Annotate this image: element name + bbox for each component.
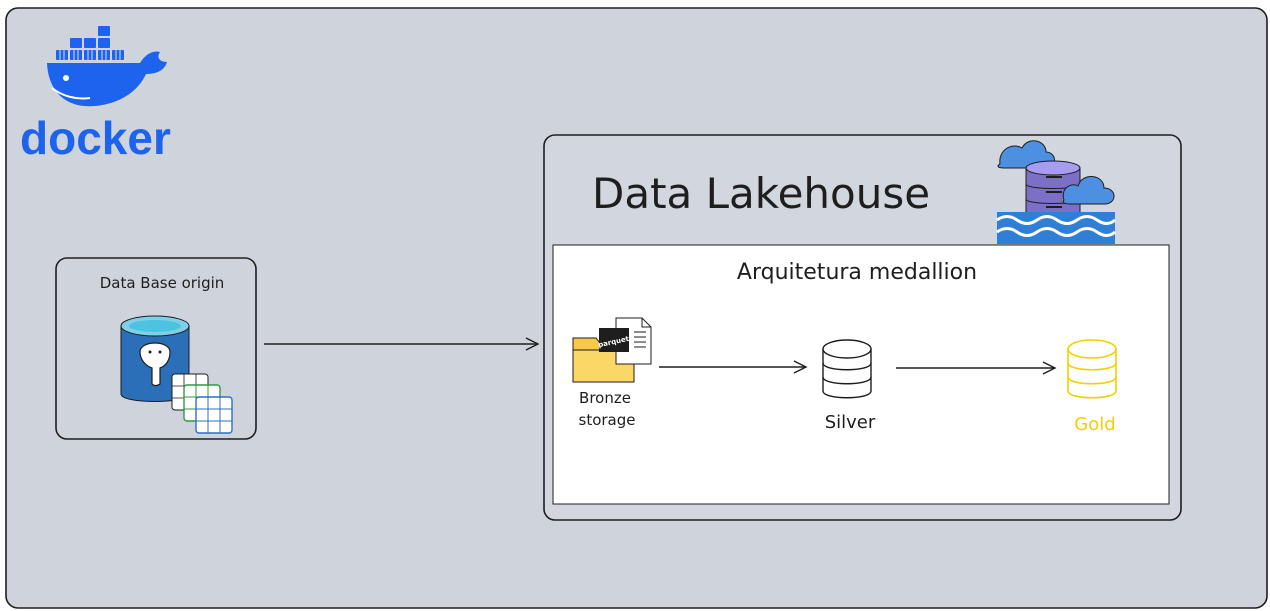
silver-label: Silver [825, 412, 876, 433]
parquet-file-icon [599, 317, 652, 365]
origin-title: Data Base origin [100, 274, 225, 292]
docker-wordmark: docker [20, 112, 171, 164]
lakehouse-icon [996, 140, 1116, 244]
gold-database-icon [1067, 339, 1117, 399]
arrow-origin-to-lakehouse [264, 337, 540, 351]
gold-label: Gold [1074, 414, 1115, 435]
table-grid-icon-blue [195, 396, 233, 434]
arrow-bronze-to-silver [659, 360, 808, 374]
bronze-label-line2: storage [579, 411, 636, 429]
origin-box [55, 257, 257, 440]
silver-database-icon [822, 339, 872, 399]
docker-whale-icon [47, 26, 167, 107]
arrow-silver-to-gold [896, 361, 1057, 375]
lakehouse-title: Data Lakehouse [592, 169, 930, 218]
medallion-title: Arquitetura medallion [737, 260, 977, 285]
bronze-label-line1: Bronze [579, 389, 631, 407]
